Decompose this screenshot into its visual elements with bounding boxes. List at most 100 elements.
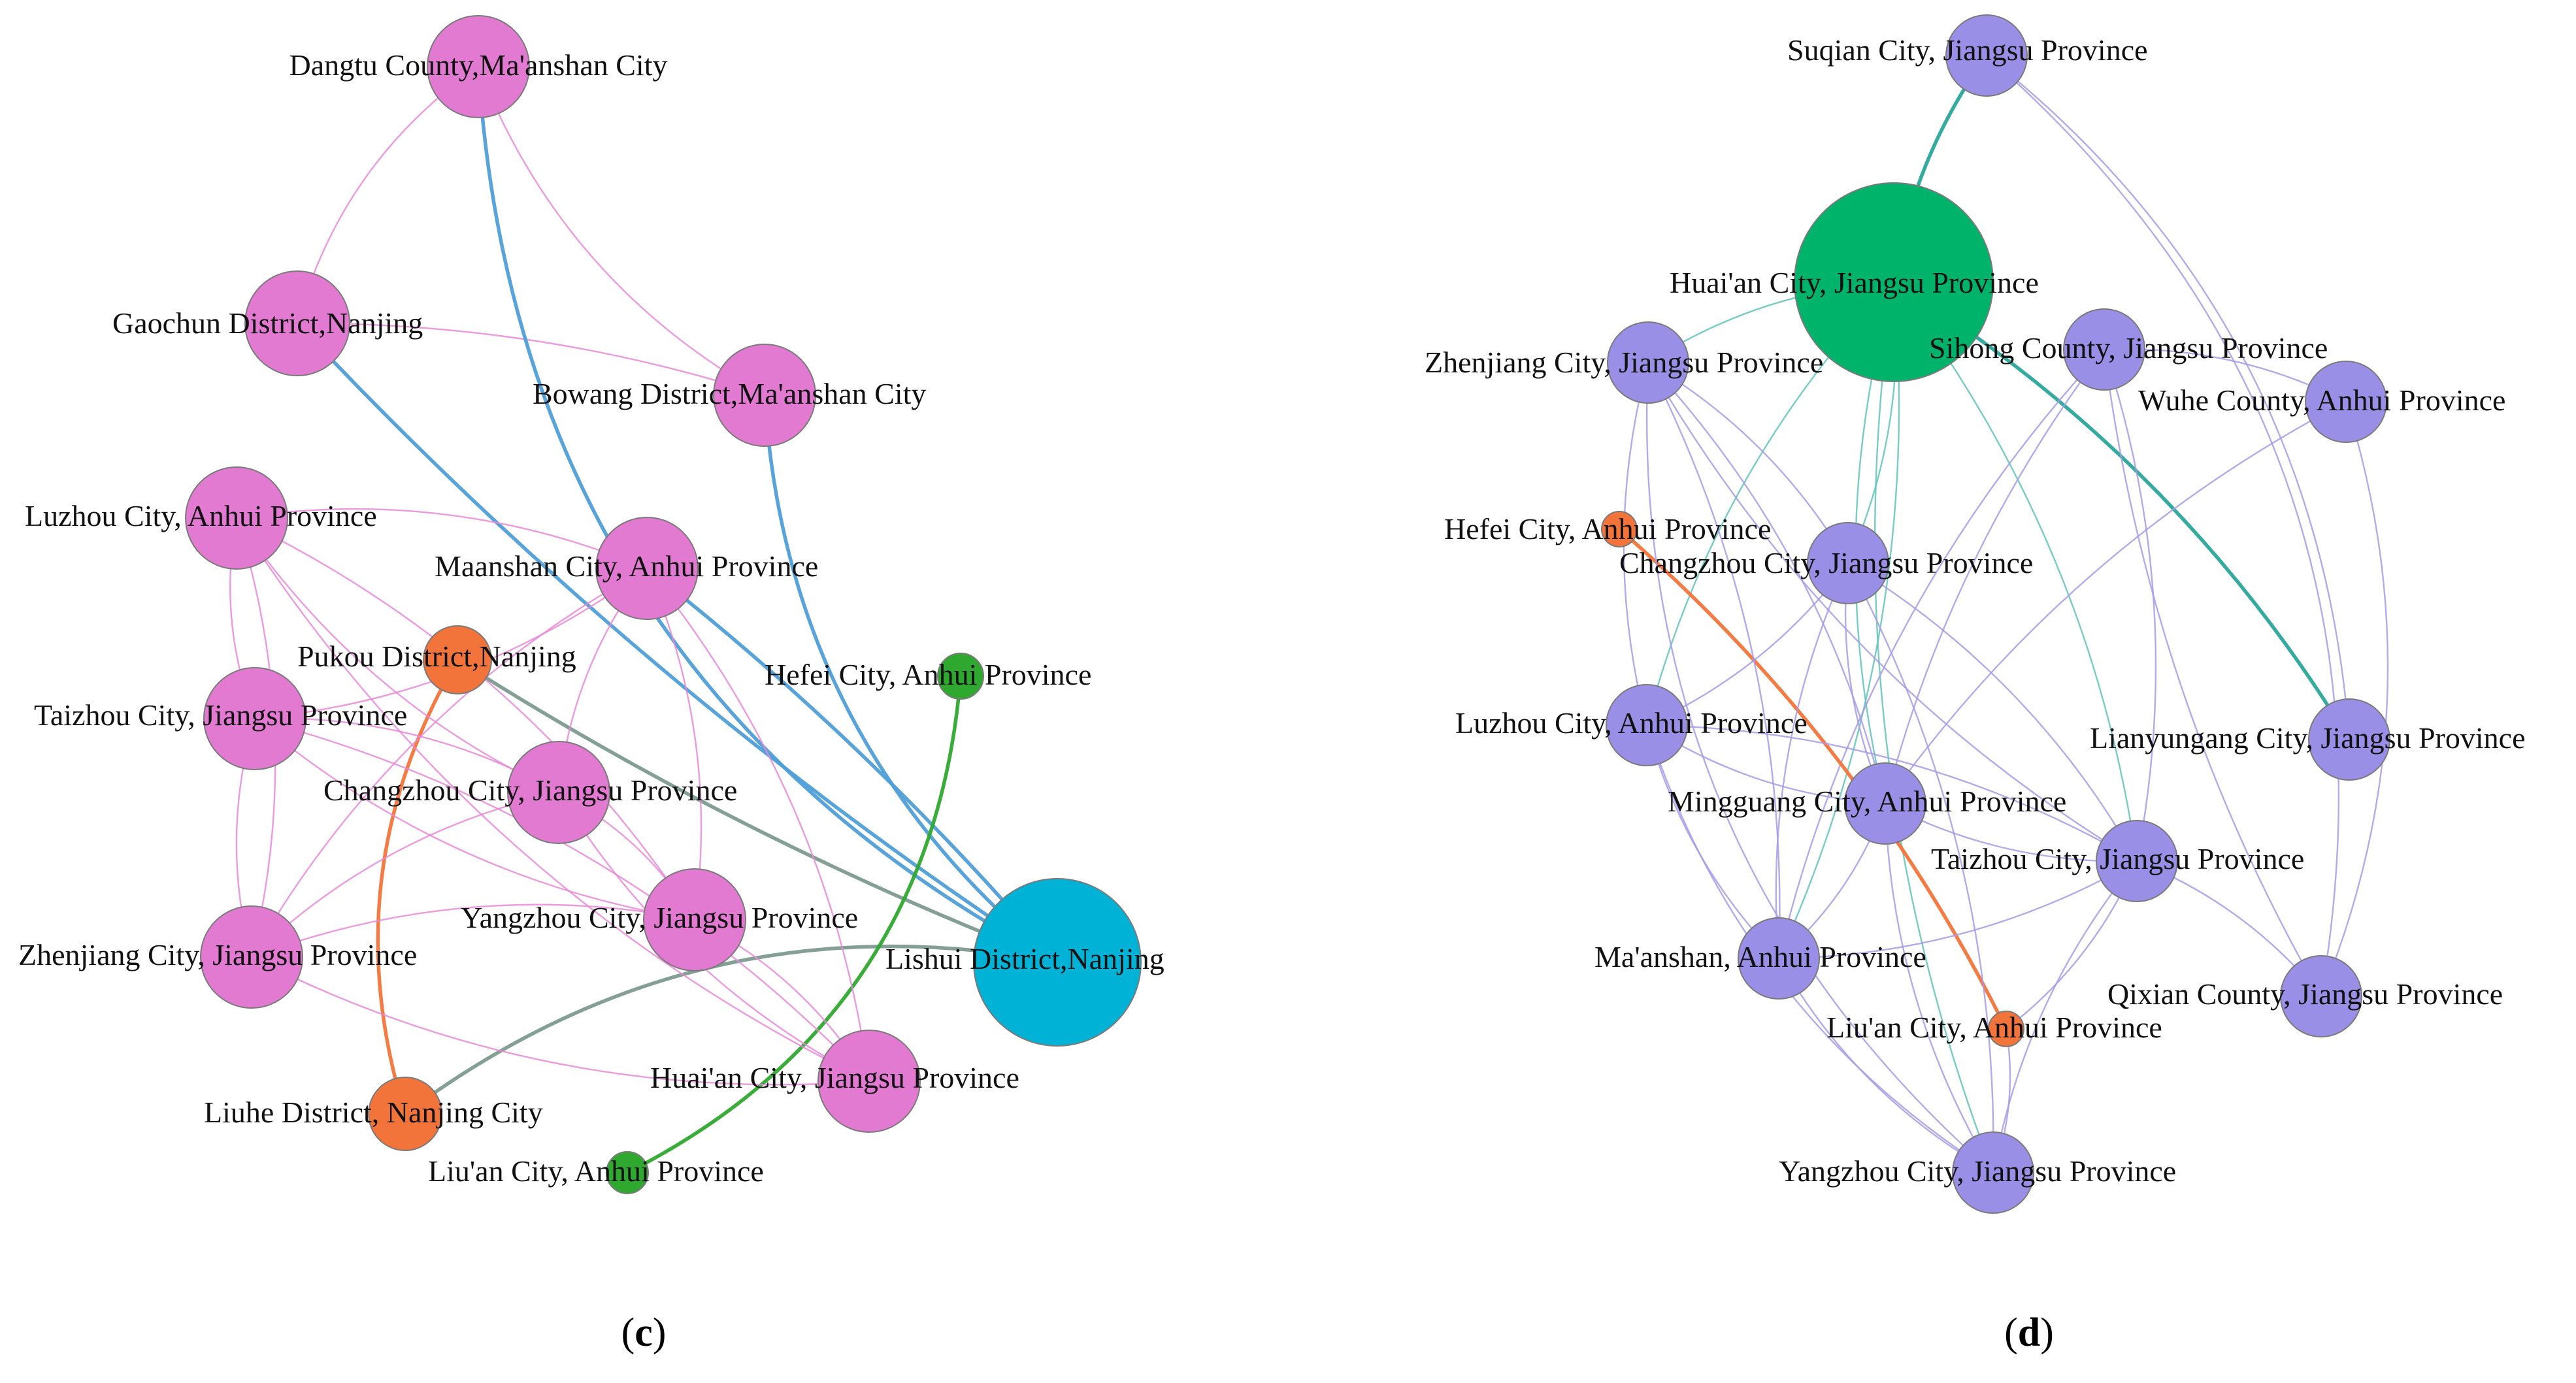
edge-bowang-lishui	[763, 395, 1059, 964]
node-label-gaochun: Gaochun District,Nanjing	[112, 306, 423, 340]
node-zhenjiang	[1607, 321, 1689, 404]
node-label-taizhou: Taizhou City, Jiangsu Province	[34, 698, 407, 732]
node-taizhou	[203, 667, 306, 770]
edge-zhenjiang-maanshan	[1647, 362, 1781, 959]
edge-dangtu-bowang	[477, 66, 765, 397]
node-gaochun	[244, 270, 350, 376]
edge-zhenjiang-mingguang	[1647, 362, 1887, 804]
node-label-huaian: Huai'an City, Jiangsu Province	[1670, 266, 2039, 299]
node-label-wuhe: Wuhe County, Anhui Province	[2138, 383, 2505, 417]
edge-taizhou-yangzhou	[254, 718, 695, 921]
node-changzhou	[507, 741, 610, 844]
edge-zhenjiang-yangzhou	[1645, 362, 1994, 1173]
node-label-sihong: Sihong County, Jiangsu Province	[1929, 331, 2328, 365]
edge-pukou-liuhe	[376, 659, 459, 1115]
node-label-changzhou: Changzhou City, Jiangsu Province	[1619, 546, 2033, 579]
node-label-yangzhou: Yangzhou City, Jiangsu Province	[461, 901, 858, 934]
node-dangtu	[427, 15, 530, 118]
node-label-maanshan: Maanshan City, Anhui Province	[435, 549, 818, 583]
edge-luzhou-yangzhou	[236, 517, 696, 920]
node-changzhou	[1807, 522, 1889, 604]
edge-sihong-taizhou	[2103, 349, 2157, 862]
node-label-changzhou: Changzhou City, Jiangsu Province	[323, 773, 737, 807]
edge-mingguang-yangzhou	[1884, 803, 1994, 1173]
edge-zhenjiang-yangzhou	[251, 903, 695, 958]
node-luzhou	[185, 466, 288, 570]
node-label-huaian: Huai'an City, Jiangsu Province	[650, 1061, 1019, 1094]
node-label-dangtu: Dangtu County,Ma'anshan City	[289, 48, 668, 82]
edge-maanshan-huaian	[646, 568, 870, 1082]
node-qixian	[2280, 955, 2362, 1037]
node-mingguang	[1844, 762, 1926, 845]
node-liuan	[1988, 1011, 2024, 1047]
node-luzhou	[1606, 684, 1688, 766]
node-label-zhenjiang: Zhenjiang City, Jiangsu Province	[18, 938, 417, 971]
caption-c-letter: c	[635, 1310, 653, 1355]
edge-changzhou-taizhou	[1847, 562, 2138, 862]
edge-wuhe-qixian	[2320, 401, 2389, 997]
node-label-zhenjiang: Zhenjiang City, Jiangsu Province	[1425, 346, 1823, 379]
caption-d-letter: d	[2018, 1310, 2040, 1355]
node-layer-c	[185, 15, 1142, 1194]
edge-changzhou-maanshan	[1775, 562, 1849, 959]
node-label-suqian: Suqian City, Jiangsu Province	[1787, 33, 2148, 67]
node-huaian	[1794, 182, 1994, 382]
edge-sihong-mingguang	[1884, 349, 2105, 804]
node-label-liuhe: Liuhe District, Nanjing City	[204, 1096, 543, 1129]
node-label-lishui: Lishui District,Nanjing	[885, 942, 1164, 975]
edge-sihong-maanshan	[1777, 349, 2105, 959]
node-lianyungang	[2308, 698, 2390, 781]
node-label-hefei: Hefei City, Anhui Province	[765, 658, 1091, 691]
edge-zhenjiang-huaian	[251, 956, 870, 1086]
caption-d: (d)	[2004, 1310, 2054, 1355]
node-liuhe	[368, 1077, 442, 1151]
edge-suqian-qixian	[1986, 55, 2339, 997]
edge-pukou-lishui	[456, 658, 1058, 964]
edge-sihong-qixian	[2103, 349, 2322, 997]
node-label-liuan: Liu'an City, Anhui Province	[1826, 1011, 2162, 1044]
node-hefei	[937, 653, 984, 700]
node-hefei	[1601, 511, 1638, 547]
edge-suqian-lianyungang	[1986, 55, 2351, 740]
caption-c: (c)	[621, 1310, 667, 1355]
node-sihong	[2063, 308, 2145, 391]
node-yangzhou	[643, 868, 746, 971]
node-bowang	[713, 344, 816, 447]
node-liuan	[606, 1151, 649, 1194]
edge-zhenjiang-taizhou	[1647, 362, 2138, 862]
node-label-luzhou: Luzhou City, Anhui Province	[25, 499, 377, 532]
edge-hefei-liuan	[1618, 527, 2008, 1030]
node-taizhou	[2096, 820, 2178, 902]
edge-luzhou-taizhou	[1646, 724, 2138, 862]
edge-maanshan-zhenjiang	[250, 567, 648, 958]
edge-luzhou-maanshan	[236, 508, 648, 570]
node-label-hefei: Hefei City, Anhui Province	[1444, 512, 1771, 545]
node-label-qixian: Qixian County, Jiangsu Province	[2107, 977, 2503, 1011]
edge-huaian-maanshan	[1777, 282, 1900, 959]
edge-maanshan-yangzhou	[1777, 958, 1994, 1174]
node-yangzhou	[1952, 1131, 2034, 1214]
edge-hefei-liuan	[626, 675, 963, 1175]
node-suqian	[1945, 14, 2028, 97]
edge-taizhou-maanshan	[1778, 860, 2138, 960]
node-layer-d	[1601, 14, 2390, 1214]
edge-changzhou-yangzhou	[1847, 562, 1994, 1173]
edge-taizhou-huaian	[254, 717, 870, 1082]
node-label-bowang: Bowang District,Ma'anshan City	[533, 377, 926, 410]
edge-huaian-yangzhou	[1874, 282, 1994, 1173]
node-huaian	[817, 1030, 921, 1133]
node-maanshan	[595, 517, 699, 620]
node-label-liuan: Liu'an City, Anhui Province	[428, 1154, 764, 1188]
node-wuhe	[2305, 361, 2387, 443]
edge-wuhe-mingguang	[1885, 400, 2347, 804]
node-lishui	[973, 878, 1142, 1047]
edge-gaochun-lishui	[295, 322, 1059, 964]
edge-luzhou-huaian	[235, 517, 870, 1082]
node-label-luzhou: Luzhou City, Anhui Province	[1455, 706, 1808, 740]
node-label-lianyungang: Lianyungang City, Jiangsu Province	[2090, 721, 2525, 755]
node-label-mingguang: Mingguang City, Anhui Province	[1668, 785, 2066, 818]
node-maanshan	[1738, 917, 1820, 1000]
